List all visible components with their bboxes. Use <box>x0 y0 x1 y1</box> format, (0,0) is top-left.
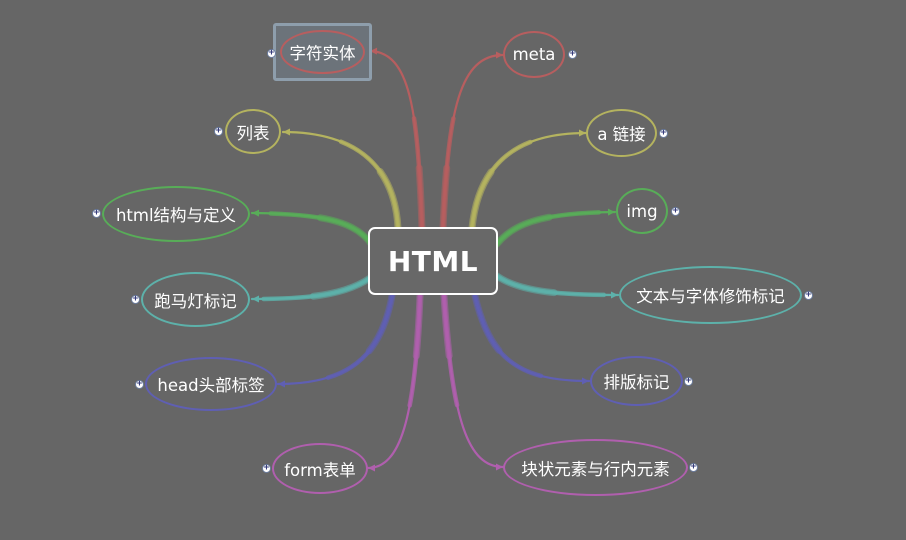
node-kuaizhuang[interactable]: 块状元素与行内元素 <box>503 439 688 496</box>
node-label: 跑马灯标记 <box>154 291 237 311</box>
node-liebiao[interactable]: 列表 <box>225 109 281 154</box>
branch-link-liebiao <box>281 130 400 230</box>
branch-link-img <box>495 210 617 246</box>
plus-circle-icon[interactable]: + <box>214 126 223 136</box>
arrow-head-icon <box>283 128 290 136</box>
branch-link-meta <box>439 51 507 232</box>
arrow-head-icon <box>368 464 375 472</box>
node-label: 文本与字体修饰标记 <box>636 287 785 306</box>
branch-link-meta <box>440 52 506 231</box>
arrow-head-icon <box>496 463 503 471</box>
arrow-head-icon <box>611 291 618 299</box>
plus-circle-icon[interactable]: + <box>804 290 813 300</box>
node-zifu-shiti[interactable]: 字符实体 <box>280 30 365 74</box>
arrow-head-icon <box>579 129 586 137</box>
central-topic-html[interactable]: HTML <box>368 227 498 295</box>
node-label: a 链接 <box>597 125 646 144</box>
branch-link-form-biaodan <box>366 294 422 470</box>
node-label: form表单 <box>284 460 356 480</box>
branch-link-paiban <box>473 294 591 383</box>
plus-circle-icon[interactable]: + <box>262 463 271 473</box>
node-form-biaodan[interactable]: form表单 <box>272 443 368 494</box>
node-paomadeng[interactable]: 跑马灯标记 <box>141 272 250 327</box>
node-label: img <box>626 201 658 221</box>
branch-link-zifu-shiti <box>368 49 424 230</box>
node-label: html结构与定义 <box>115 206 237 225</box>
branch-link-wenben <box>495 274 620 297</box>
branch-link-meta <box>441 53 505 230</box>
node-paiban[interactable]: 排版标记 <box>590 356 683 406</box>
node-label: meta <box>512 45 556 64</box>
branch-link-paomadeng <box>250 276 372 301</box>
arrow-head-icon <box>278 380 285 388</box>
node-label: 排版标记 <box>603 373 670 392</box>
plus-circle-icon[interactable]: + <box>267 48 276 58</box>
plus-circle-icon[interactable]: + <box>135 379 144 389</box>
node-wenben[interactable]: 文本与字体修饰标记 <box>619 266 802 324</box>
node-html-jiegou[interactable]: html结构与定义 <box>102 186 250 242</box>
arrow-head-icon <box>252 209 260 217</box>
node-label: head头部标签 <box>157 376 265 395</box>
plus-circle-icon[interactable]: + <box>92 208 101 218</box>
node-label: 列表 <box>236 123 270 143</box>
arrow-head-icon <box>252 295 259 303</box>
node-label: 字符实体 <box>289 44 356 63</box>
node-label: 块状元素与行内元素 <box>521 459 670 479</box>
arrow-head-icon <box>370 47 378 55</box>
plus-circle-icon[interactable]: + <box>689 462 698 472</box>
branch-link-html-jiegou <box>250 211 374 247</box>
node-meta[interactable]: meta <box>503 31 565 78</box>
branch-link-kuaizhuang <box>442 294 505 469</box>
node-a-lianjie[interactable]: a 链接 <box>586 109 657 157</box>
arrow-head-icon <box>607 208 615 216</box>
arrow-head-icon <box>496 51 503 59</box>
node-head-toubu[interactable]: head头部标签 <box>145 357 277 411</box>
plus-circle-icon[interactable]: + <box>671 206 680 216</box>
arrow-head-icon <box>582 377 589 385</box>
plus-circle-icon[interactable]: + <box>684 376 693 386</box>
plus-circle-icon[interactable]: + <box>659 128 668 138</box>
plus-circle-icon[interactable]: + <box>568 49 577 59</box>
branch-link-head-toubu <box>276 294 394 386</box>
branch-link-form-biaodan <box>365 293 423 471</box>
central-topic-label: HTML <box>387 244 479 278</box>
node-img[interactable]: img <box>616 188 668 234</box>
plus-circle-icon[interactable]: + <box>131 294 140 304</box>
branch-link-head-toubu <box>275 293 395 387</box>
branch-link-a-lianjie <box>470 131 588 230</box>
